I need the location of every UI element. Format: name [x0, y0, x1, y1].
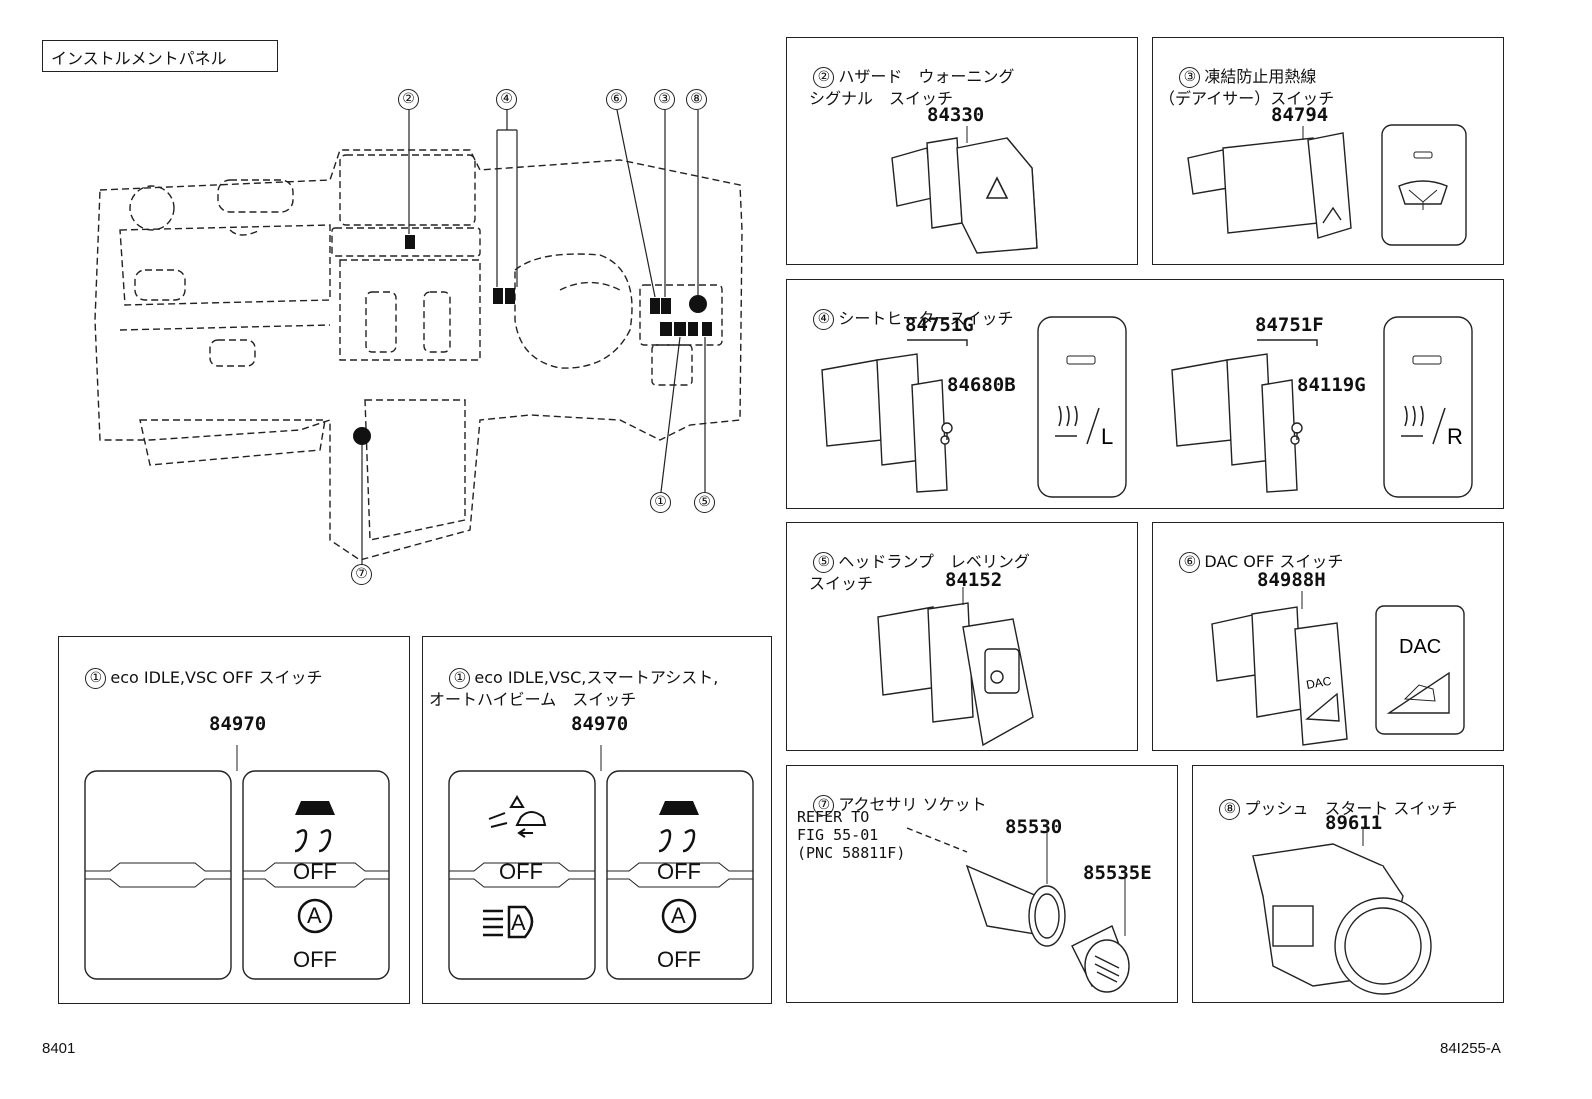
- auto-stop-off-icon: A OFF: [293, 898, 337, 972]
- footer-figure-code: 84I255-A: [1440, 1040, 1501, 1057]
- seat-heater-face-left: L: [1037, 316, 1127, 498]
- panel-number: ⑦: [813, 795, 835, 816]
- headlamp-leveling-switch-illustration: [877, 587, 1034, 747]
- part-number: 89611: [1325, 812, 1383, 834]
- panel-title: DAC OFF スイッチ: [1204, 552, 1344, 571]
- switch-cluster-1b: OFF A OFF A OFF: [448, 745, 754, 980]
- part-number: 84988H: [1257, 569, 1326, 591]
- panel-title: eco IDLE,VSC,スマートアシスト, オートハイビーム スイッチ: [429, 668, 719, 709]
- panel-title: プッシュ スタート スイッチ: [1244, 799, 1458, 818]
- svg-text:OFF: OFF: [293, 859, 337, 884]
- panel-title: アクセサリ ソケット: [838, 795, 987, 814]
- panel-number: ①: [85, 668, 107, 689]
- part-number: 84970: [571, 713, 629, 735]
- callout-6: ⑥: [606, 89, 627, 110]
- panel-title: シートヒータースイッチ: [838, 309, 1014, 328]
- callout-1: ①: [650, 492, 671, 513]
- svg-text:OFF: OFF: [499, 859, 543, 884]
- footer-page-code: 8401: [42, 1040, 76, 1057]
- part-number: 84794: [1271, 104, 1329, 126]
- hazard-switch-illustration: [891, 126, 1038, 254]
- side-label-left: L: [1101, 424, 1113, 449]
- sub-part-number-right: 84119G: [1297, 374, 1366, 396]
- deicer-icon-face: [1381, 124, 1467, 246]
- seat-heater-face-right: R: [1383, 316, 1473, 498]
- panel-number: ⑤: [813, 552, 835, 573]
- panel-title: 凍結防止用熱線 （デアイサー）スイッチ: [1159, 67, 1335, 108]
- panel-number: ①: [449, 668, 471, 689]
- overview-title-box: インストルメントパネル: [42, 40, 278, 72]
- side-label-right: R: [1447, 424, 1463, 449]
- panel-number: ⑧: [1219, 799, 1241, 820]
- vsc-off-icon: OFF: [293, 801, 337, 884]
- sub-part-number: 85535E: [1083, 862, 1152, 884]
- panel-title: ハザード ウォーニング シグナル スイッチ: [809, 67, 1015, 108]
- dac-label: DAC: [1399, 636, 1441, 658]
- svg-text:OFF: OFF: [657, 859, 701, 884]
- overview-title: インストルメントパネル: [51, 49, 227, 68]
- part-number: 84970: [209, 713, 267, 735]
- svg-text:A: A: [671, 903, 686, 928]
- panel-number: ④: [813, 309, 835, 330]
- seat-heater-switch-right: [1171, 339, 1318, 493]
- dac-icon-face: DAC: [1375, 605, 1465, 735]
- switch-cluster-1a: OFF A OFF: [84, 745, 390, 980]
- dac-label-small: DAC: [1305, 674, 1333, 692]
- vsc-off-icon: OFF: [657, 801, 701, 884]
- auto-high-beam-icon: A: [483, 905, 534, 939]
- svg-text:OFF: OFF: [293, 947, 337, 972]
- callout-3: ③: [654, 89, 675, 110]
- reference-note: REFER TO FIG 55-01 (PNC 58811F): [797, 808, 906, 862]
- deicer-switch-illustration: [1187, 126, 1352, 239]
- callout-8: ⑧: [686, 89, 707, 110]
- svg-text:OFF: OFF: [657, 947, 701, 972]
- part-number-right: 84751F: [1255, 314, 1324, 336]
- panel-number: ③: [1179, 67, 1201, 88]
- callout-5: ⑤: [694, 492, 715, 513]
- svg-text:A: A: [511, 910, 526, 935]
- part-number: 85530: [1005, 816, 1063, 838]
- dac-switch-illustration: DAC: [1211, 591, 1348, 746]
- svg-text:A: A: [307, 903, 322, 928]
- seat-heater-switch-left: [821, 339, 968, 493]
- panel-number: ⑥: [1179, 552, 1201, 573]
- instrument-panel-diagram: [94, 109, 743, 565]
- sub-part-number-left: 84680B: [947, 374, 1016, 396]
- callout-4: ④: [496, 89, 517, 110]
- accessory-socket-illustration: [906, 820, 1130, 993]
- push-start-switch-illustration: [1252, 828, 1432, 995]
- panel-title: ヘッドランプ レベリング スイッチ: [809, 552, 1030, 593]
- part-number: 84330: [927, 104, 985, 126]
- auto-stop-off-icon: A OFF: [657, 898, 701, 972]
- panel-number: ②: [813, 67, 835, 88]
- smart-assist-off-icon: OFF: [488, 795, 547, 884]
- part-number-left: 84751G: [905, 314, 974, 336]
- part-number: 84152: [945, 569, 1003, 591]
- callout-2: ②: [398, 89, 419, 110]
- callout-7: ⑦: [351, 564, 372, 585]
- panel-title: eco IDLE,VSC OFF スイッチ: [110, 668, 323, 687]
